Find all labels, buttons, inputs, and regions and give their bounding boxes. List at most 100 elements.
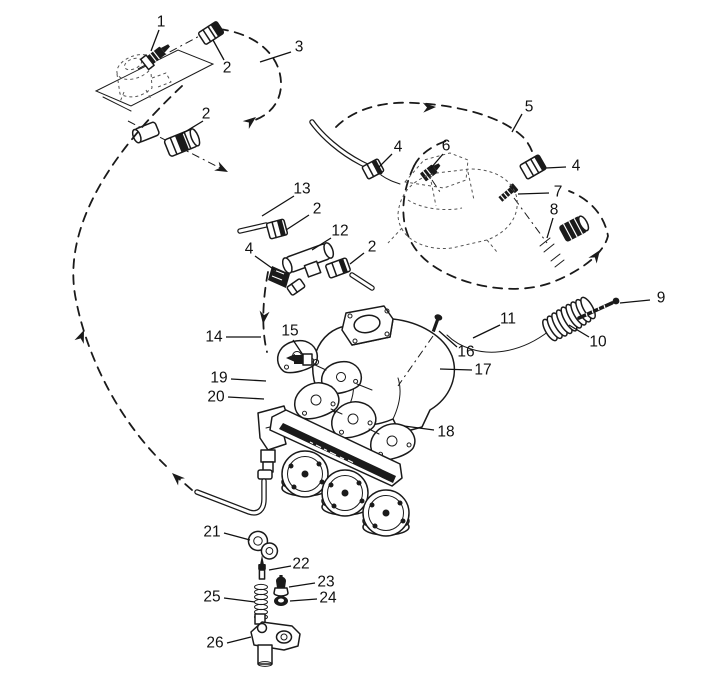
callout-5-leader-4	[511, 113, 523, 133]
callout-4-label-14: 4	[245, 241, 254, 258]
callout-2-leader-3	[179, 120, 204, 136]
hose-sleeve-2b	[131, 121, 160, 144]
callout-15-leader-19	[292, 339, 304, 356]
callout-26-leader-30	[226, 636, 252, 644]
callout-17-label-21: 17	[474, 362, 491, 379]
carburetor-sketch	[387, 152, 518, 253]
callout-13-leader-10	[261, 195, 295, 217]
needle-fitting-22	[258, 555, 266, 580]
hose-clamp-2c	[265, 218, 289, 240]
hose-clamp-4b	[519, 154, 547, 180]
callout-22-label-26: 22	[292, 556, 309, 573]
callout-21-leader-25	[223, 532, 251, 541]
callout-21-label-25: 21	[203, 524, 220, 541]
callout-12-leader-12	[311, 237, 332, 251]
cylinder-head-2	[321, 469, 369, 517]
callout-5-label-4: 5	[525, 99, 534, 116]
hose-clamp-2d	[325, 257, 351, 279]
callout-4-leader-7	[545, 166, 567, 169]
callout-23-label-27: 23	[317, 574, 334, 591]
t-fitting-12	[281, 242, 335, 278]
callout-25-label-29: 25	[203, 589, 220, 606]
outlet-fitting-26	[250, 613, 301, 667]
hose-13-tube-inner	[238, 223, 268, 233]
callout-4-leader-5	[378, 153, 393, 168]
fitting-15	[286, 353, 320, 366]
hose-stub-tube-inner	[350, 273, 374, 290]
callout-6-leader-6	[430, 153, 444, 169]
nut-24	[274, 596, 288, 606]
engine-block	[257, 405, 410, 537]
callout-20-label-23: 20	[207, 389, 225, 406]
bolt-9	[577, 297, 620, 320]
callout-23-leader-27	[288, 582, 316, 588]
cooling-hose-5	[335, 101, 535, 168]
callout-16-label-20: 16	[457, 344, 474, 361]
callout-3-label-2: 3	[295, 39, 304, 56]
fitting-1	[139, 44, 170, 71]
callout-8-label-9: 8	[550, 202, 559, 219]
callout-14-label-18: 14	[205, 329, 223, 346]
callout-12-label-12: 12	[331, 223, 348, 240]
callout-7-leader-8	[517, 192, 550, 195]
callout-1-leader-0	[150, 29, 160, 52]
callout-2-label-1: 2	[223, 60, 232, 77]
callout-24-label-28: 24	[319, 590, 337, 607]
hose-end-fitting-8	[559, 215, 590, 242]
screw-7-axis	[513, 197, 548, 244]
fitting-6	[420, 163, 441, 182]
callout-15-label-19: 15	[281, 323, 298, 340]
cylinder-head-3	[362, 489, 410, 537]
elbow-fitting-4c	[268, 266, 306, 296]
callout-18-label-24: 18	[437, 424, 454, 441]
callout-1-label-0: 1	[157, 14, 166, 31]
callout-20-leader-23	[227, 396, 265, 400]
callout-2-leader-11	[285, 214, 310, 231]
callout-17-leader-21	[439, 368, 473, 371]
callout-25-leader-29	[223, 597, 256, 603]
callout-10-leader-16	[568, 324, 590, 338]
callout-4-label-5: 4	[394, 139, 403, 156]
hose-under-spring	[446, 330, 550, 353]
hose-clamp-2b	[163, 128, 201, 157]
callout-6-label-6: 6	[442, 138, 451, 155]
bolt-16	[397, 314, 443, 387]
callout-19-leader-22	[230, 378, 267, 382]
cooling-hose-11-stub	[413, 140, 447, 167]
callout-8-leader-9	[546, 217, 554, 239]
callout-16-leader-20	[438, 330, 458, 348]
water-outlet-hose	[194, 469, 273, 516]
fitting-6-axis	[431, 179, 441, 193]
grommet-21	[247, 530, 279, 560]
callout-9-leader-15	[619, 299, 651, 304]
flow-arrows	[74, 102, 600, 486]
bypass-hose-left-loop	[72, 85, 183, 467]
callout-24-leader-28	[289, 598, 318, 602]
cooling-hose-14	[262, 271, 269, 353]
hose-clamp-4a	[361, 158, 385, 180]
callout-11-label-17: 11	[500, 311, 516, 328]
gasket-18-set	[294, 382, 416, 461]
cooling-hose-11-loop	[402, 165, 609, 290]
callout-9-label-15: 9	[657, 290, 666, 307]
callout-18-leader-24	[403, 425, 435, 431]
callout-13-label-10: 13	[293, 181, 310, 198]
callout-2-leader-1	[212, 39, 225, 61]
callout-3-leader-2	[259, 51, 292, 63]
outlet-hose-dashed-end	[176, 476, 193, 491]
callout-2-label-3: 2	[202, 106, 211, 123]
hose-clamp-2a	[197, 21, 225, 45]
callout-4-label-7: 4	[572, 158, 581, 175]
hose-link-line	[380, 174, 401, 185]
callout-26-label-30: 26	[206, 635, 223, 652]
callout-22-leader-26	[268, 565, 292, 571]
cooling-hose-3	[218, 28, 282, 122]
callout-4-leader-14	[254, 255, 277, 272]
callout-2-leader-13	[349, 252, 365, 265]
clamp-marks-8	[539, 237, 565, 268]
callout-19-label-22: 19	[210, 370, 227, 387]
cylinder-head-1	[281, 450, 329, 498]
